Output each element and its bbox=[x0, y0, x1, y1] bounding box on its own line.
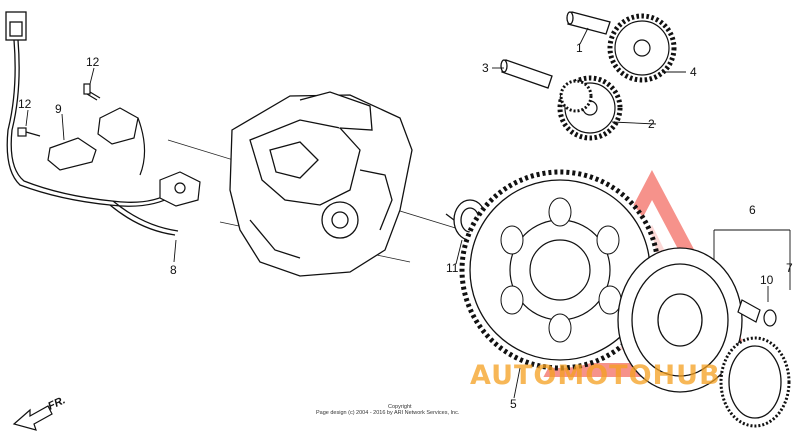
part-7-sprag-clutch bbox=[719, 336, 791, 428]
callout-10: 10 bbox=[760, 273, 774, 287]
front-direction-indicator: FR. bbox=[12, 394, 67, 431]
part-10-bolt bbox=[737, 299, 777, 327]
callout-labels: 1 2 3 4 5 6 7 8 9 10 11 12 12 bbox=[18, 41, 793, 411]
callout-11: 11 bbox=[446, 261, 459, 275]
callout-4: 4 bbox=[690, 65, 697, 79]
part-12-bolt-lower bbox=[17, 127, 41, 137]
wire-harness bbox=[5, 11, 179, 236]
part-12-bolt-upper bbox=[83, 83, 101, 101]
part-6-clutch-outer bbox=[617, 247, 743, 393]
front-label: FR. bbox=[46, 394, 67, 412]
part-8-sensor bbox=[159, 171, 201, 207]
part-4-idle-gear bbox=[607, 13, 677, 83]
leader-lines bbox=[25, 27, 791, 399]
copyright-title: Copyright bbox=[388, 404, 412, 410]
callout-9: 9 bbox=[55, 102, 62, 116]
engine-block bbox=[229, 91, 413, 277]
copyright-line: Page design (c) 2004 - 2016 by ARI Netwo… bbox=[316, 410, 460, 416]
front-arrow-icon bbox=[12, 405, 53, 431]
part-1-shaft bbox=[566, 11, 611, 35]
watermark-text: AUTOMOTOHUB bbox=[470, 360, 721, 391]
callout-1: 1 bbox=[576, 41, 583, 55]
callout-6: 6 bbox=[749, 203, 756, 217]
part-9-bracket bbox=[47, 107, 146, 176]
part-5-starter-driven-gear bbox=[459, 169, 661, 371]
callout-2: 2 bbox=[648, 117, 655, 131]
part-2-reduction-gear bbox=[557, 75, 623, 141]
part-3-shaft bbox=[500, 59, 553, 89]
callout-7: 7 bbox=[786, 261, 793, 275]
callout-5: 5 bbox=[510, 397, 517, 411]
callout-12-lower: 12 bbox=[18, 97, 32, 111]
callout-3: 3 bbox=[482, 61, 489, 75]
callout-12-upper: 12 bbox=[86, 55, 100, 69]
callout-8: 8 bbox=[170, 263, 177, 277]
